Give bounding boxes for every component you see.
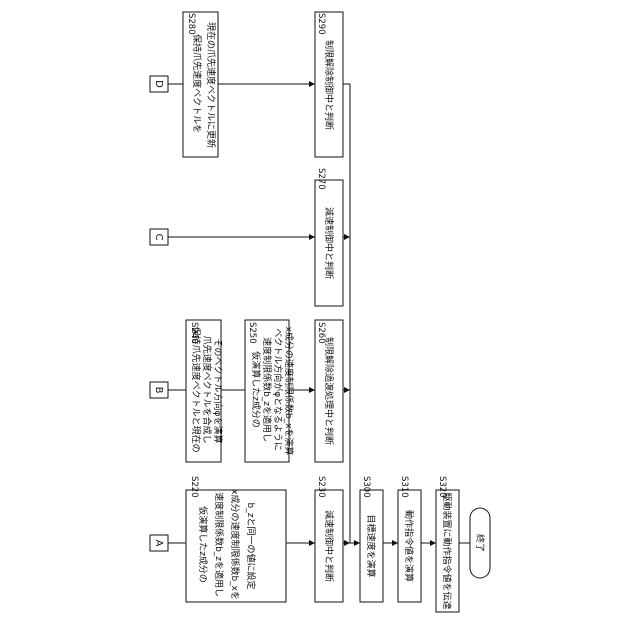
connector-d: D [150, 76, 168, 92]
step-s240-box: S240 保持爪先速度ベクトルと現在の 爪先速度ベクトルを合成し そのベクトル方… [186, 320, 224, 462]
step-s260-box: S260 制限解除過渡処理中と判断 [315, 320, 343, 462]
end-terminal-text: 終了 [474, 534, 486, 552]
connector-c: C [150, 229, 168, 245]
step-s300-box: S300 目標速度を演算 [360, 476, 383, 602]
step-s280-label: S280 [186, 13, 196, 35]
step-s270-box: S270 減速制御中と判断 [315, 168, 343, 306]
step-s250-label: S250 [247, 322, 257, 344]
step-s320-box: S320 駆動装置に動作指令値を伝達 [436, 476, 459, 612]
connector-a-label: A [153, 540, 164, 547]
step-s290-text: 制限解除制御中と判断 [323, 40, 335, 130]
step-s260-text: 制限解除過渡処理中と判断 [323, 337, 335, 445]
step-s230-box: S230 減速制御中と判断 [315, 476, 343, 602]
step-s230-label: S230 [316, 476, 326, 498]
step-s280-box: S280 保持爪先速度ベクトルを 現在の爪先速度ベクトルに更新 [183, 12, 218, 157]
step-s230-text: 減速制御中と判断 [323, 510, 335, 582]
connector-d-label: D [153, 80, 164, 88]
step-s310-label: S310 [399, 476, 409, 498]
step-s220-box: S220 仮演算したz成分の 速度制限係数b_zを適用し x成分の速度制限係数b… [186, 476, 286, 603]
step-s220-label: S220 [189, 476, 199, 498]
step-s290-box: S290 制限解除制御中と判断 [315, 12, 343, 157]
step-s270-label: S270 [316, 168, 326, 190]
connector-b: B [150, 382, 168, 398]
end-terminal: 終了 [470, 508, 490, 578]
connector-a: A [150, 535, 168, 551]
connector-c-label: C [153, 234, 164, 241]
step-s300-label: S300 [361, 476, 371, 498]
step-s270-text: 減速制御中と判断 [323, 207, 335, 279]
step-s300-text: 目標速度を演算 [365, 514, 377, 577]
step-s290-label: S290 [316, 13, 326, 35]
connector-b-label: B [153, 387, 164, 394]
step-s310-text: 動作指令値を演算 [403, 510, 415, 582]
step-s240-text: 保持爪先速度ベクトルと現在の 爪先速度ベクトルを合成し そのベクトル方向φを演算 [190, 327, 224, 456]
step-s310-box: S310 動作指令値を演算 [398, 476, 421, 602]
step-s320-text: 駆動装置に動作指令値を伝達 [441, 492, 453, 609]
step-s250-box: S250 仮演算したz成分の 速度制限係数b_zを適用し ベクトル方向がφとなる… [245, 320, 295, 462]
